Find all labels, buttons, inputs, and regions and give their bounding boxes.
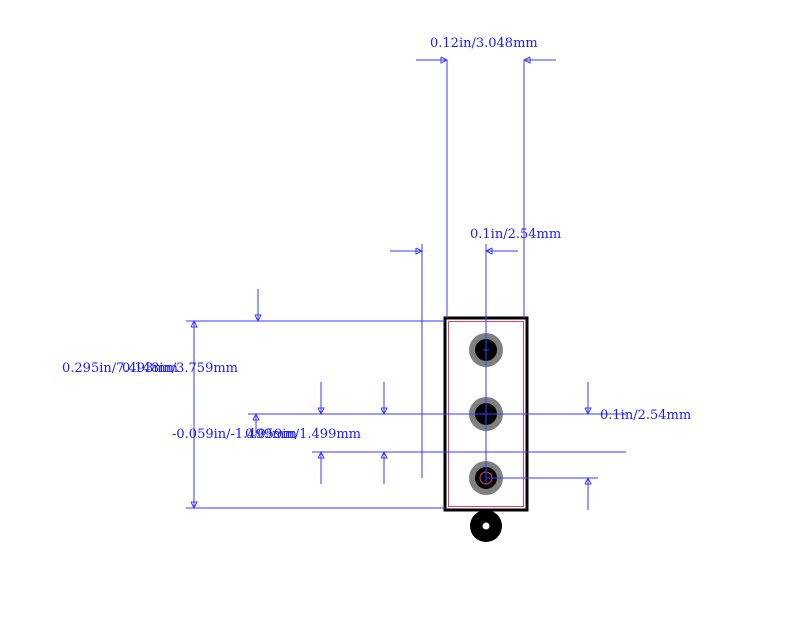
- dimension-height-overlap: 0.148in/3.759mm: [122, 289, 262, 376]
- dimension-pitch-right: 0.1in/2.54mm: [486, 382, 691, 510]
- pin-3[interactable]: [469, 461, 503, 495]
- dim-text-pitch-right: 0.1in/2.54mm: [600, 408, 691, 423]
- dim-text-offset-overlap: 0.059in/1.499mm: [245, 427, 361, 442]
- dimension-pitch-mid: 0.1in/2.54mm: [390, 227, 561, 485]
- dim-text-pitch-mid: 0.1in/2.54mm: [470, 227, 561, 242]
- dim-text-height-overall: 0.295in/7.493mm: [62, 361, 178, 376]
- dim-text-top: 0.12in/3.048mm: [430, 36, 538, 51]
- dim-text-offset-left: -0.059in/-1.499mm: [172, 427, 297, 442]
- orientation-marker-dot: [482, 522, 490, 530]
- dimension-height-overall: 0.295in/7.493mm: [62, 319, 445, 510]
- dim-text-height-overlap: 0.148in/3.759mm: [122, 361, 238, 376]
- dimension-top: 0.12in/3.048mm: [416, 36, 556, 318]
- dimension-offset: -0.059in/-1.499mm 0.059in/1.499mm: [172, 382, 626, 484]
